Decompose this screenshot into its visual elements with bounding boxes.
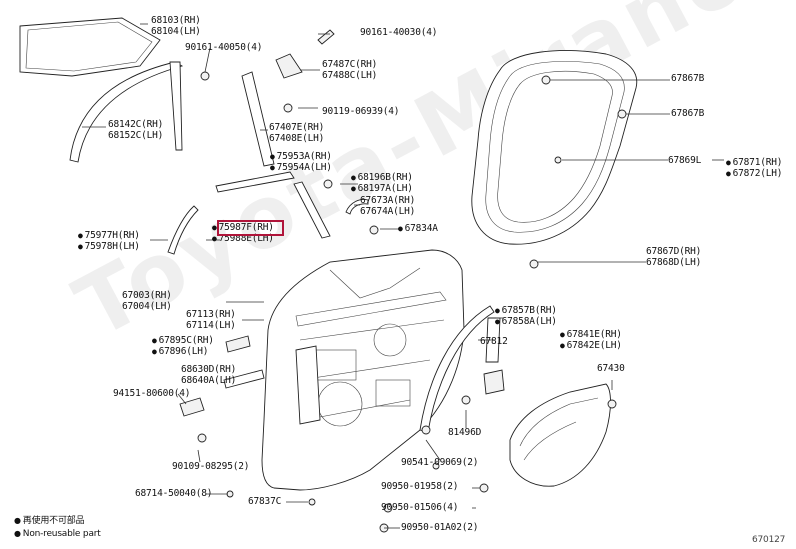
label-67868d: 67868D(LH) bbox=[646, 257, 702, 268]
label-67113: 67113(RH) bbox=[186, 309, 236, 320]
label-90109: 90109-08295(2) bbox=[172, 461, 250, 472]
belt-strip-small bbox=[167, 205, 199, 255]
hook-67673a bbox=[345, 199, 369, 215]
label-67872: 67872(LH) bbox=[726, 168, 783, 180]
label-67842e: 67842E(LH) bbox=[560, 340, 622, 352]
door-weatherstrip bbox=[471, 50, 638, 245]
label-67869l: 67869L bbox=[668, 155, 702, 166]
highlight-box-75987f bbox=[217, 220, 284, 236]
label-90161-40050: 90161-40050(4) bbox=[185, 42, 263, 53]
label-90950-01958: 90950-01958(2) bbox=[381, 481, 459, 492]
label-75988e: 75988E(LH) bbox=[212, 233, 274, 245]
bracket-67487c bbox=[275, 53, 303, 79]
label-68196b: 68196B(RH) bbox=[351, 172, 413, 184]
clip-67869l bbox=[554, 156, 562, 164]
label-67004: 67004(LH) bbox=[122, 301, 172, 312]
label-67871: 67871(RH) bbox=[726, 157, 783, 169]
molding-67857b bbox=[419, 305, 495, 433]
label-75987f: 75987F(RH) bbox=[212, 222, 274, 234]
label-75977h: 75977H(RH) bbox=[78, 230, 140, 242]
legend-english: Non-reusable part bbox=[14, 529, 101, 540]
clip-68196b bbox=[323, 179, 333, 189]
label-67867b-1: 67867B bbox=[671, 73, 705, 84]
label-67896: 67896(LH) bbox=[152, 346, 209, 358]
label-75953a: 75953A(RH) bbox=[270, 151, 332, 163]
label-67407e: 67407E(RH) bbox=[269, 122, 325, 133]
door-panel bbox=[261, 249, 465, 491]
legend-japanese: 再使用不可部品 bbox=[14, 516, 85, 527]
hinge-upper bbox=[179, 397, 205, 417]
label-68152c: 68152C(LH) bbox=[108, 130, 164, 141]
label-90950-01506: 90950-01506(4) bbox=[381, 502, 459, 513]
label-67841e: 67841E(RH) bbox=[560, 329, 622, 341]
label-68714: 68714-50040(8) bbox=[135, 488, 213, 499]
door-glass bbox=[19, 17, 161, 77]
label-68630d: 68630D(RH) bbox=[181, 364, 237, 375]
label-67673a: 67673A(RH) bbox=[360, 195, 416, 206]
clip-67867b-1 bbox=[541, 75, 551, 85]
clip-67867d bbox=[529, 259, 539, 269]
label-68197a: 68197A(LH) bbox=[351, 183, 413, 195]
label-67488c: 67488C(LH) bbox=[322, 70, 378, 81]
label-67408e: 67408E(LH) bbox=[269, 133, 325, 144]
cover-67812 bbox=[483, 369, 505, 395]
hinge-lower bbox=[225, 335, 251, 353]
label-67487c: 67487C(RH) bbox=[322, 59, 378, 70]
door-lock bbox=[295, 345, 321, 425]
glass-run-channel bbox=[69, 61, 184, 163]
label-67895c: 67895C(RH) bbox=[152, 335, 214, 347]
label-75954a: 75954A(LH) bbox=[270, 162, 332, 174]
label-90119: 90119-06939(4) bbox=[322, 106, 400, 117]
label-67858a: 67858A(LH) bbox=[495, 316, 557, 328]
frame-strip bbox=[293, 181, 331, 239]
clip-67834a bbox=[369, 225, 379, 235]
label-67857b: 67857B(RH) bbox=[495, 305, 557, 317]
label-67837c: 67837C bbox=[248, 496, 282, 507]
label-67812: 67812 bbox=[480, 336, 508, 347]
label-67834a: 67834A bbox=[398, 223, 438, 235]
label-90161-40030: 90161-40030(4) bbox=[360, 27, 438, 38]
clip-90119 bbox=[283, 103, 293, 113]
label-90950-01a02: 90950-01A02(2) bbox=[401, 522, 479, 533]
service-hole-cover bbox=[509, 383, 611, 487]
diagram-code: 670127 bbox=[752, 535, 786, 545]
belt-moulding bbox=[215, 171, 295, 193]
stud-90161-40030 bbox=[317, 29, 335, 45]
label-81496d: 81496D bbox=[448, 427, 482, 438]
clip-67867b-2 bbox=[617, 109, 627, 119]
label-67867d: 67867D(RH) bbox=[646, 246, 702, 257]
label-67867b-2: 67867B bbox=[671, 108, 705, 119]
label-67114: 67114(LH) bbox=[186, 320, 236, 331]
label-68103: 68103(RH) bbox=[151, 15, 201, 26]
label-94151: 94151-80600(4) bbox=[113, 388, 191, 399]
label-67003: 67003(RH) bbox=[122, 290, 172, 301]
label-67430: 67430 bbox=[597, 363, 625, 374]
label-68142c: 68142C(RH) bbox=[108, 119, 164, 130]
label-90541: 90541-09069(2) bbox=[401, 457, 479, 468]
label-68640a: 68640A(LH) bbox=[181, 375, 237, 386]
label-75978h: 75978H(LH) bbox=[78, 241, 140, 253]
rear-channel bbox=[169, 61, 183, 151]
door-check bbox=[223, 369, 265, 389]
label-68104: 68104(LH) bbox=[151, 26, 201, 37]
clip-90161 bbox=[200, 71, 210, 81]
label-67674a: 67674A(LH) bbox=[360, 206, 416, 217]
